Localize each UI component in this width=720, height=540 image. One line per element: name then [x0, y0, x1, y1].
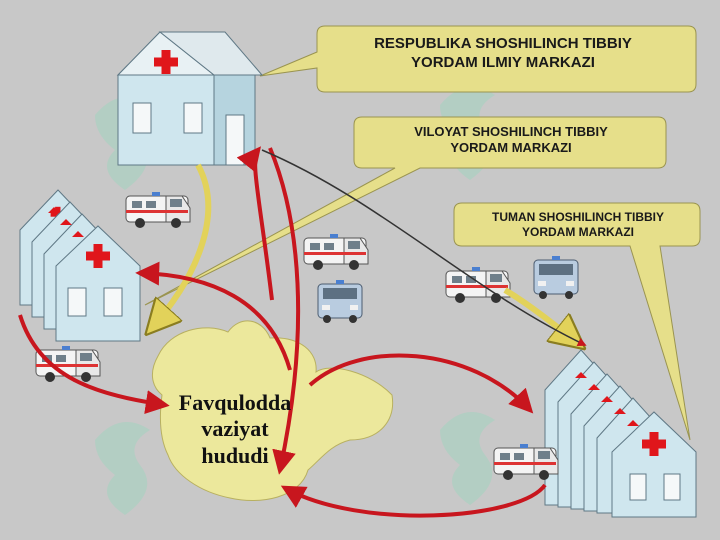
arrow-red [280, 483, 547, 518]
arrow-red [268, 147, 301, 475]
callout-line: RESPUBLIKA SHOSHILINCH TIBBIY [374, 35, 632, 52]
callout-line: TUMAN SHOSHILINCH TIBBIY [492, 210, 664, 224]
ambulance [125, 191, 191, 229]
hospital-republic [116, 31, 264, 166]
emergency-zone-label: Favqulodda vaziyat hududi [160, 390, 310, 469]
zone-line: Favqulodda [178, 390, 292, 415]
callout-republic [259, 25, 697, 93]
zone-line: hududi [201, 442, 269, 468]
hospital-regional-stack [19, 189, 141, 342]
callout-line: YORDAM MARKAZI [522, 225, 634, 239]
callout-regional [144, 116, 667, 306]
arrow-red [236, 146, 274, 301]
ambulance-blue [317, 279, 363, 324]
arrow-dark [261, 149, 587, 346]
callout-district-text: TUMAN SHOSHILINCH TIBBIY YORDAM MARKAZI [458, 210, 698, 240]
callout-district [453, 202, 701, 441]
arrow-yellow [150, 163, 212, 330]
hospital-district-stack [544, 349, 697, 518]
emergency-zone [152, 320, 394, 501]
zone-line: vaziyat [201, 416, 269, 442]
arrow-red [308, 353, 534, 414]
ambulance [303, 233, 369, 271]
ambulance-blue [533, 255, 579, 300]
callout-line: YORDAM MARKAZI [450, 140, 572, 156]
arrow-red [135, 261, 292, 371]
callout-line: YORDAM ILMIY MARKAZI [411, 53, 595, 71]
callout-regional-text: VILOYAT SHOSHILINCH TIBBIY YORDAM MARKAZ… [358, 124, 664, 157]
arrow-red [18, 314, 170, 414]
callout-republic-text: RESPUBLIKA SHOSHILINCH TIBBIY YORDAM ILM… [312, 35, 694, 73]
callout-line: VILOYAT SHOSHILINCH TIBBIY [414, 124, 608, 139]
ambulance [493, 443, 559, 481]
